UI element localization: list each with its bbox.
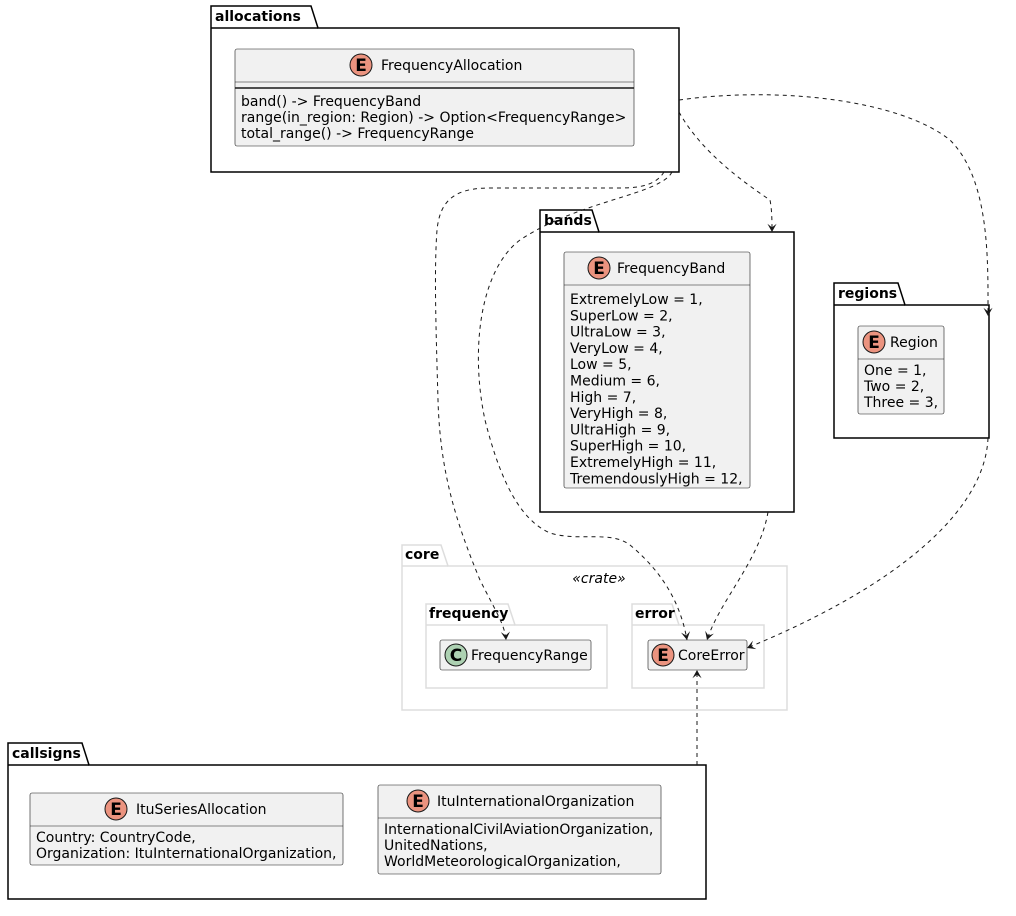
class-name: FrequencyBand [617,261,725,277]
class-member: UltraHigh = 9, [570,422,670,438]
class-member: VeryLow = 4, [570,341,663,357]
enum-icon [862,330,886,354]
class-core-error[interactable]: E CoreError [647,639,748,671]
package-error[interactable]: error [631,603,765,689]
class-member: ExtremelyLow = 1, [570,292,703,308]
package-label: bands [544,213,592,229]
class-member: Country: CountryCode, [36,830,196,846]
package-stereotype: «crate» [572,571,625,587]
enum-icon [406,789,430,813]
enum-icon [104,797,128,821]
class-member: range(in_region: Region) -> Option<Frequ… [241,110,626,126]
class-kind-letter: E [355,56,367,76]
class-frequency-range[interactable]: C FrequencyRange [439,639,592,671]
package-label: regions [838,286,897,302]
class-member: Three = 3, [863,395,938,411]
class-member: SuperLow = 2, [570,308,673,324]
package-bands[interactable]: bands [539,209,795,513]
class-kind-letter: E [593,259,605,279]
enum-icon [651,643,675,667]
class-frequency-band[interactable]: E FrequencyBand ExtremelyLow = 1,SuperLo… [563,251,751,489]
class-member: UltraLow = 3, [570,325,666,341]
class-member: WorldMeteorologicalOrganization, [384,854,621,870]
class-kind-letter: E [657,646,669,666]
dependency-bands-to-core-error [705,511,769,641]
class-name: FrequencyRange [471,648,588,664]
class-member: InternationalCivilAviationOrganization, [384,822,653,838]
package-label: frequency [429,606,508,622]
class-name: ItuInternationalOrganization [437,794,634,810]
package-allocations[interactable]: allocations [210,5,680,173]
class-member: One = 1, [864,363,927,379]
package-callsigns[interactable]: callsigns [7,742,707,900]
class-icon [444,643,468,667]
class-itu-international-organization[interactable]: E ItuInternationalOrganization Internati… [377,784,662,875]
class-kind-letter: E [412,792,424,812]
class-member: TremendouslyHigh = 12, [569,471,743,487]
enum-icon [349,53,373,77]
class-member: Organization: ItuInternationalOrganizati… [36,846,336,862]
class-name: Region [890,335,938,351]
dependency-allocations-to-frequency-range [434,171,665,641]
class-kind-letter: C [450,646,462,666]
enum-icon [587,256,611,280]
class-region[interactable]: E Region One = 1, Two = 2, Three = 3, [857,325,945,415]
class-name: CoreError [678,648,745,664]
class-member: Medium = 6, [570,374,660,390]
class-member: High = 7, [570,390,636,406]
class-kind-letter: E [868,333,880,353]
package-label: error [635,606,675,622]
package-label: allocations [215,9,301,25]
dependency-allocations-to-bands [678,111,777,233]
package-regions[interactable]: regions [833,282,990,439]
package-frequency[interactable]: frequency [425,603,608,689]
class-member: UnitedNations, [384,838,488,854]
dependency-allocations-to-core-error [477,171,691,641]
class-frequency-allocation[interactable]: E FrequencyAllocation band() -> Frequenc… [234,48,635,147]
class-member: band() -> FrequencyBand [241,94,421,110]
package-label: callsigns [12,746,81,762]
dependency-allocations-to-regions [678,94,993,317]
dependency-regions-to-core-error [746,437,989,650]
package-core[interactable]: core «crate» [401,544,788,711]
class-member: ExtremelyHigh = 11, [570,455,716,471]
class-kind-letter: E [110,800,122,820]
class-member: SuperHigh = 10, [570,439,686,455]
class-name: FrequencyAllocation [381,58,522,74]
class-member: Low = 5, [570,357,632,373]
class-member: Two = 2, [863,379,924,395]
class-name: ItuSeriesAllocation [136,802,267,818]
class-itu-series-allocation[interactable]: E ItuSeriesAllocation Country: CountryCo… [29,792,344,866]
package-label: core [405,547,439,563]
class-member: total_range() -> FrequencyRange [241,126,474,142]
class-member: VeryHigh = 8, [570,406,667,422]
